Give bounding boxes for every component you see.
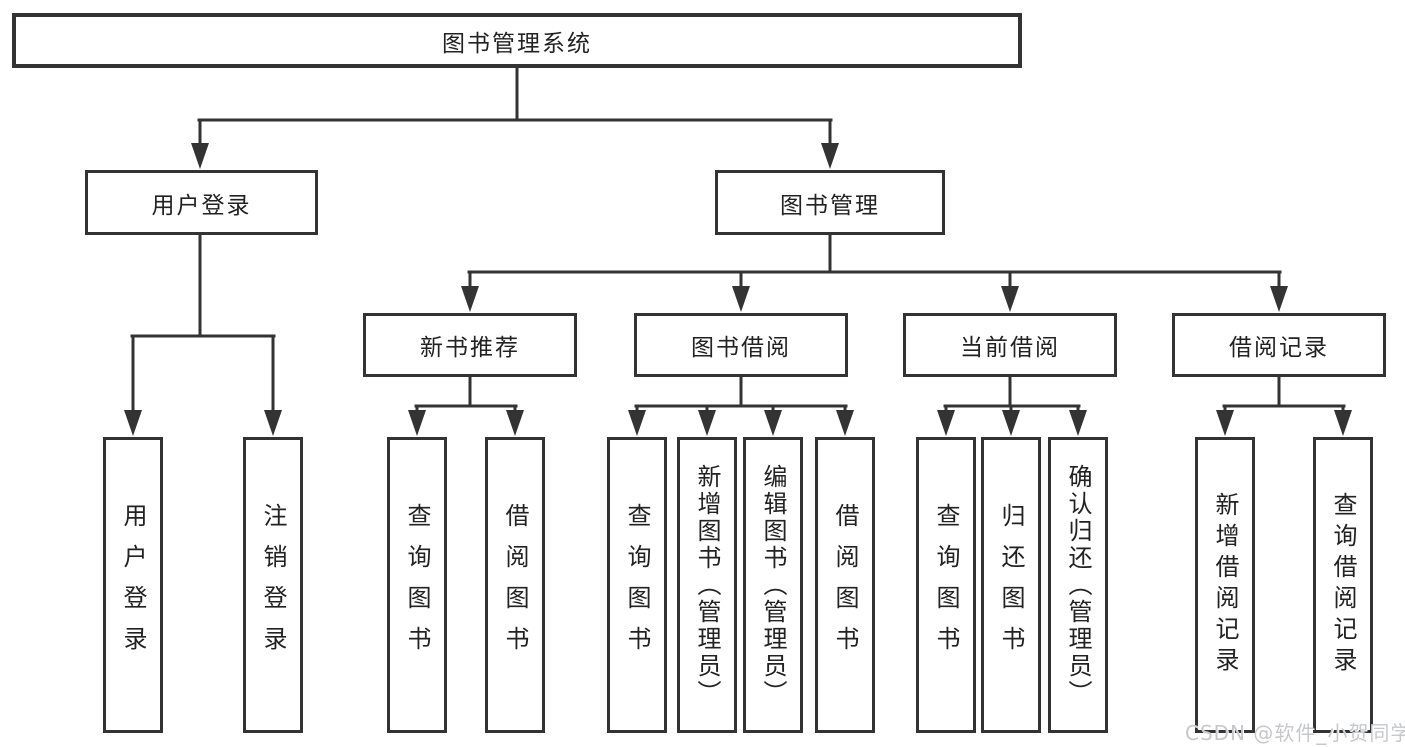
leaf-label: 查询借阅记录 xyxy=(1329,492,1357,678)
node-label: 图书管理系统 xyxy=(442,30,592,57)
arrowhead xyxy=(836,410,854,436)
leaf-query-books-borrowing: 查询图书 xyxy=(607,437,667,733)
leaf-logout: 注销登录 xyxy=(243,437,303,733)
node-user-login: 用户登录 xyxy=(85,170,318,235)
arrowhead xyxy=(764,410,782,436)
node-current-borrowing: 当前借阅 xyxy=(903,313,1117,377)
node-label: 新书推荐 xyxy=(420,335,520,361)
node-label: 用户登录 xyxy=(151,192,252,219)
leaf-add-borrow-record: 新增借阅记录 xyxy=(1195,437,1255,733)
arrowhead xyxy=(124,410,142,436)
arrowhead xyxy=(698,410,716,436)
node-label: 图书借阅 xyxy=(691,335,791,361)
leaf-label: 注销登录 xyxy=(259,503,287,667)
edge-userlogin-to-leaves xyxy=(130,233,276,414)
csdn-watermark: CSDN @软件_小贺同学 xyxy=(1185,721,1405,745)
leaf-edit-books-admin: 编辑图书（管理员） xyxy=(743,437,803,733)
leaf-query-borrow-record: 查询借阅记录 xyxy=(1313,437,1373,733)
arrowhead xyxy=(408,410,426,436)
leaf-label: 查询图书 xyxy=(932,503,960,667)
leaf-query-books-recommend: 查询图书 xyxy=(387,437,447,733)
arrowhead xyxy=(1001,286,1019,312)
leaf-label: 归还图书 xyxy=(997,503,1025,667)
arrowheads xyxy=(124,143,1352,436)
leaf-label: 用户登录 xyxy=(119,503,147,667)
leaf-label: 查询图书 xyxy=(623,503,651,667)
leaf-borrow-books-recommend: 借阅图书 xyxy=(485,437,545,733)
arrowhead xyxy=(264,410,282,436)
node-library-management-system: 图书管理系统 xyxy=(12,13,1022,68)
edge-newrec-to-leaves xyxy=(414,375,518,414)
leaf-label: 确认归还（管理员） xyxy=(1064,463,1092,707)
node-borrow-records: 借阅记录 xyxy=(1172,313,1386,377)
leaf-query-books-current: 查询图书 xyxy=(916,437,976,733)
arrowhead xyxy=(937,410,955,436)
leaf-label: 借阅图书 xyxy=(501,503,529,667)
node-label: 当前借阅 xyxy=(960,335,1060,361)
leaf-label: 新增借阅记录 xyxy=(1211,492,1239,678)
edge-records-to-leaves xyxy=(1222,375,1346,414)
leaf-label: 编辑图书（管理员） xyxy=(759,463,787,707)
node-label: 图书管理 xyxy=(780,192,880,219)
arrowhead xyxy=(506,410,524,436)
arrowhead xyxy=(1334,410,1352,436)
leaf-confirm-return-admin: 确认归还（管理员） xyxy=(1048,437,1108,733)
leaf-return-books: 归还图书 xyxy=(981,437,1041,733)
edge-bookmgmt-to-level3 xyxy=(467,233,1282,290)
node-new-book-recommend: 新书推荐 xyxy=(363,313,577,377)
leaf-add-books-admin: 新增图书（管理员） xyxy=(677,437,737,733)
arrowhead xyxy=(1270,286,1288,312)
arrowhead xyxy=(1069,410,1087,436)
leaf-label: 新增图书（管理员） xyxy=(693,463,721,707)
edge-currborr-to-leaves xyxy=(943,375,1081,414)
node-label: 借阅记录 xyxy=(1229,335,1329,361)
arrowhead xyxy=(1002,410,1020,436)
node-book-borrowing: 图书借阅 xyxy=(634,313,848,377)
arrowhead xyxy=(461,286,479,312)
arrowhead xyxy=(191,143,209,169)
edge-root-to-level2 xyxy=(197,66,833,147)
arrowhead xyxy=(628,410,646,436)
edge-bookborr-to-leaves xyxy=(634,375,848,414)
leaf-label: 借阅图书 xyxy=(831,503,859,667)
arrowhead xyxy=(1216,410,1234,436)
arrowhead xyxy=(821,143,839,169)
leaf-label: 查询图书 xyxy=(403,503,431,667)
node-book-management: 图书管理 xyxy=(715,170,945,235)
arrowhead xyxy=(732,286,750,312)
leaf-user-login: 用户登录 xyxy=(103,437,163,733)
leaf-borrow-books: 借阅图书 xyxy=(815,437,875,733)
